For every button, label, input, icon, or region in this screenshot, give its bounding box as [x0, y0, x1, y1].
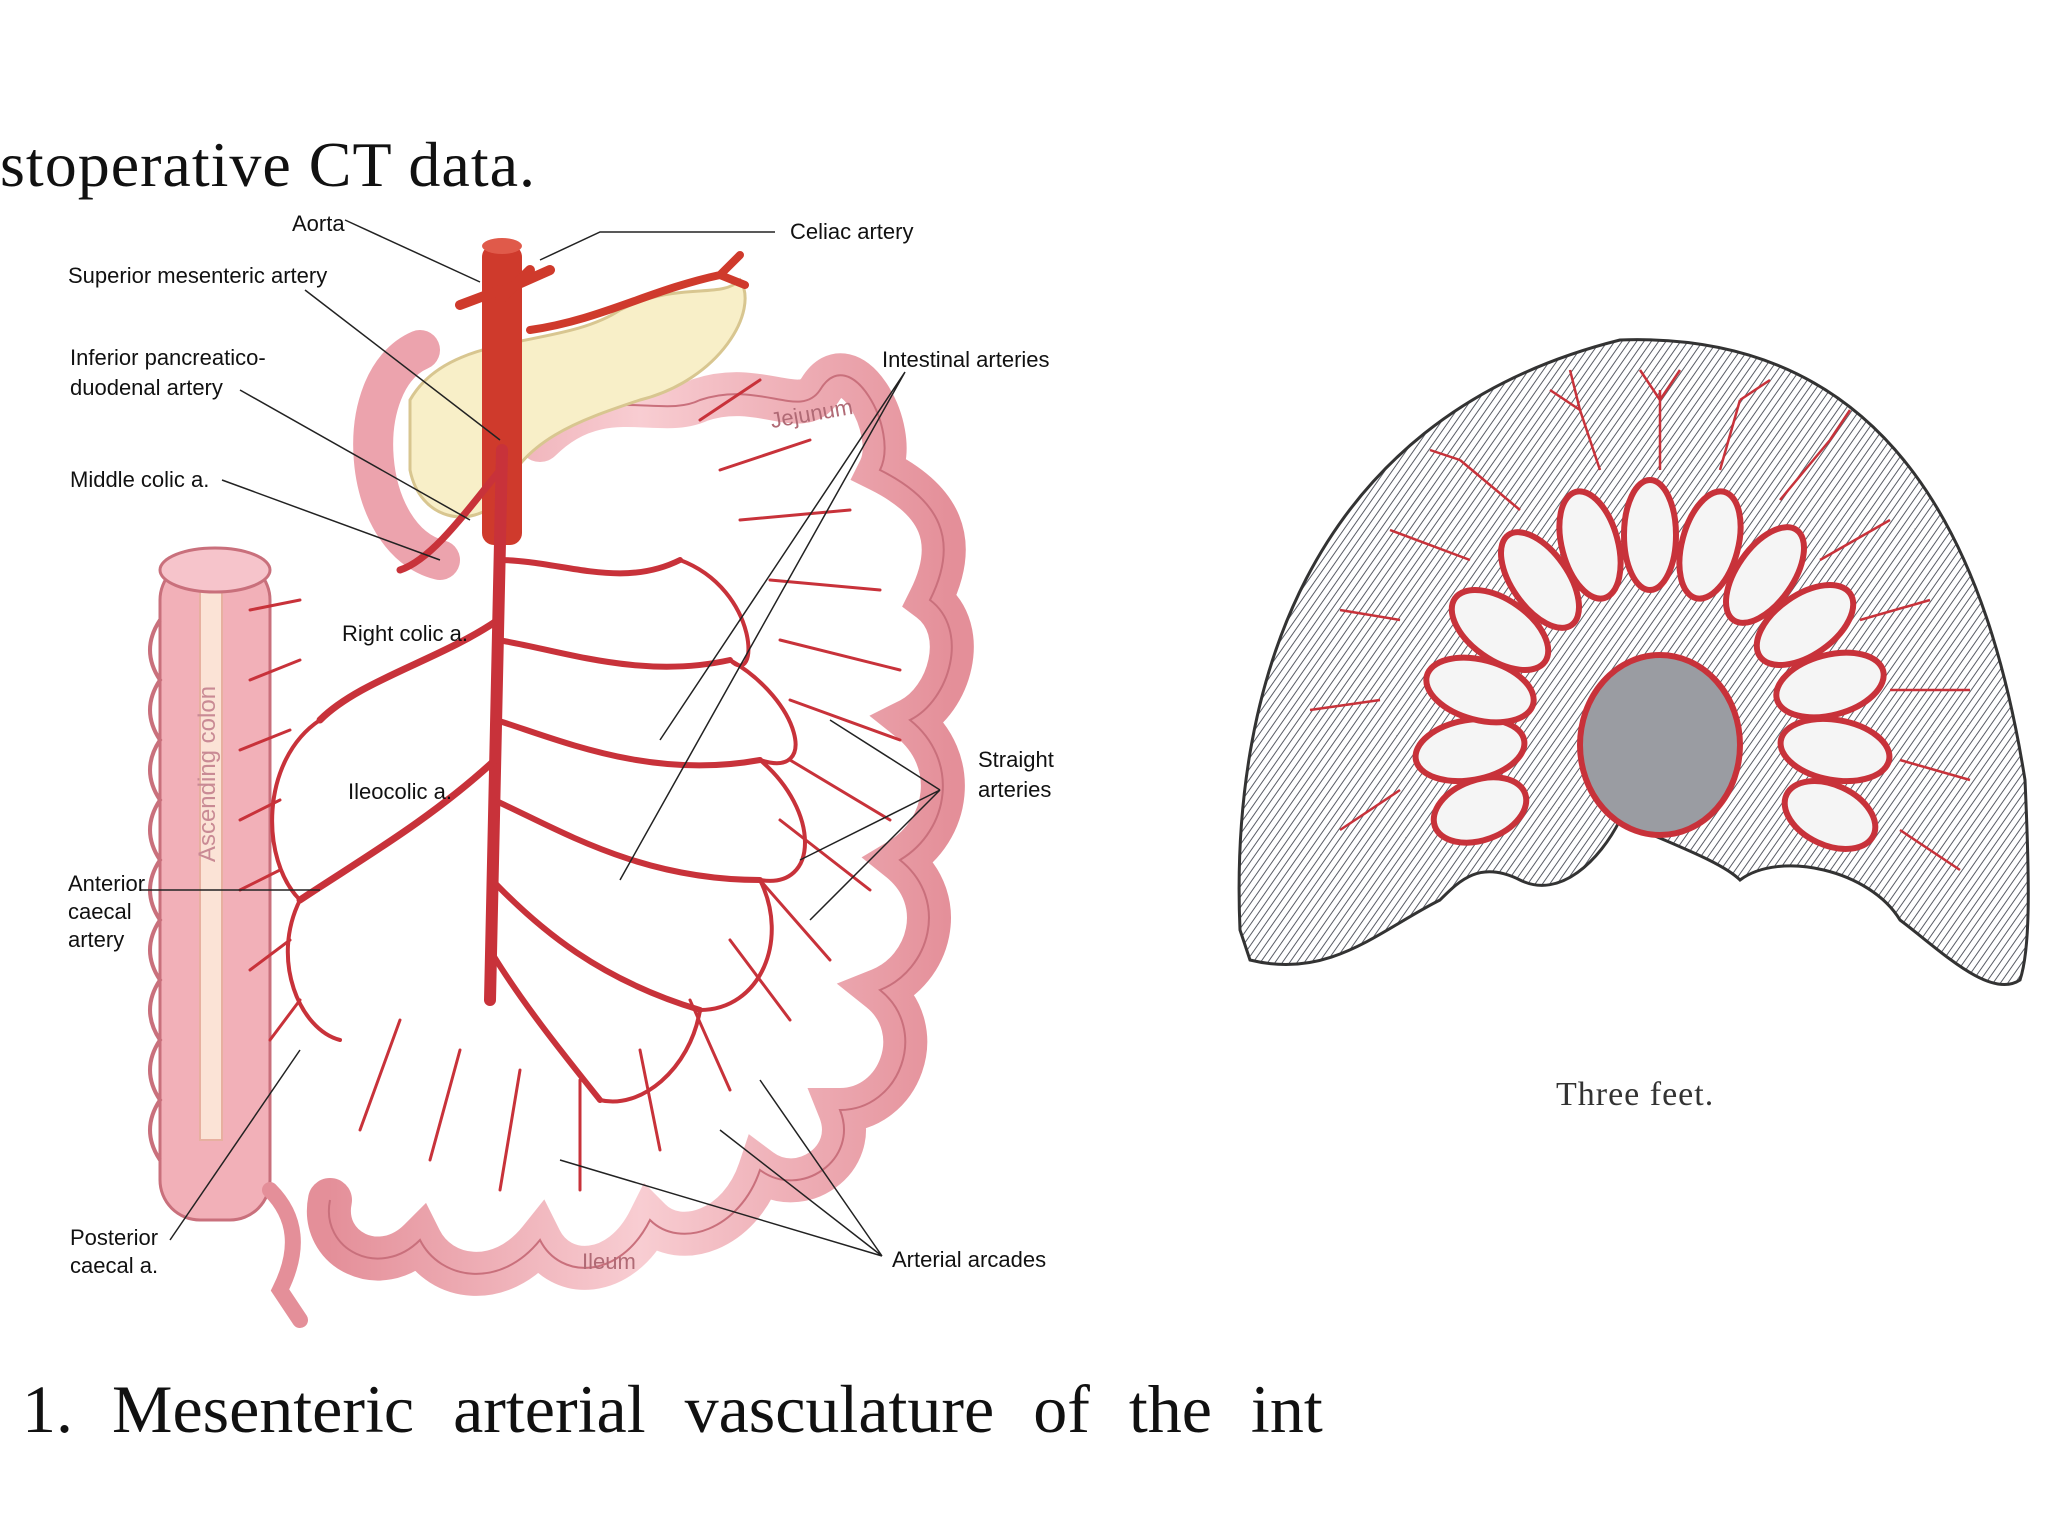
mesentery-fan-engraving — [0, 0, 2048, 1536]
